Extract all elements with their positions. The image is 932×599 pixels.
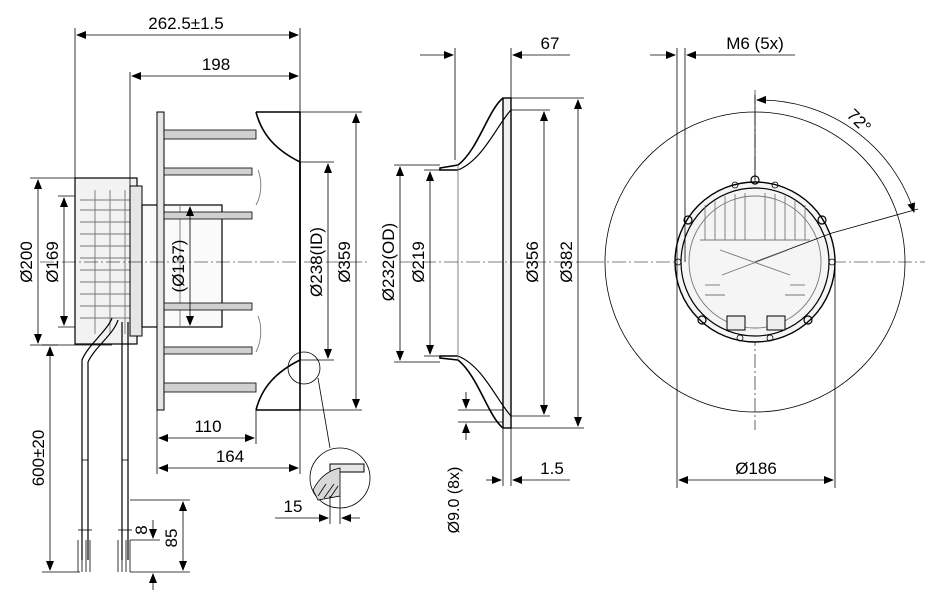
impeller-blades [163,129,257,393]
impeller-backplate [156,111,165,411]
dim-dia-137: (Ø137) [169,240,188,293]
dim-detail-15: 15 [284,497,303,516]
nozzle-bell [439,97,504,429]
motor-hub [74,177,138,345]
dim-dia-232-od: Ø232(OD) [379,223,398,301]
dim-length-198: 198 [202,55,230,74]
angle-arc [756,95,916,213]
dim-overall-length: 262.5±1.5 [148,14,224,33]
dim-thickness: 1.5 [540,459,564,478]
nozzle-view: 67 Ø232(OD) Ø219 Ø356 Ø382 Ø9.0 (8x) 1.5 [379,34,590,533]
dim-dia-219: Ø219 [409,241,428,283]
dim-length-110: 110 [194,417,221,436]
dim-dia-359: Ø359 [335,241,354,283]
terminal-box-right [766,315,786,331]
dim-dia-238-id: Ø238(ID) [307,227,326,297]
motor-cooling-fins [700,193,810,296]
dim-dia-356: Ø356 [523,241,542,283]
front-view: M6 (5x) 72° Ø186 [590,34,925,488]
dim-wire-8: 8 [132,525,151,534]
terminal-box-left [726,315,746,331]
dim-holes: Ø9.0 (8x) [446,467,463,534]
dim-dia-382: Ø382 [557,241,576,283]
detail-circle [287,351,321,385]
nozzle-flange [502,97,512,429]
dim-dia-169: Ø169 [43,241,62,283]
cable [77,317,132,572]
dim-length-164: 164 [216,447,244,466]
dim-angle: 72° [843,105,875,137]
impeller-shroud [255,111,301,411]
dim-bolt-circle: Ø186 [735,459,777,478]
side-view: 262.5±1.5 198 Ø200 Ø169 (Ø137) Ø238(ID) … [17,14,371,590]
dim-length-67: 67 [541,34,560,53]
dim-cable-length: 600±20 [29,430,48,487]
dim-wire-85: 85 [162,529,181,548]
dim-thread: M6 (5x) [726,34,784,53]
dim-dia-200: Ø200 [17,241,36,283]
